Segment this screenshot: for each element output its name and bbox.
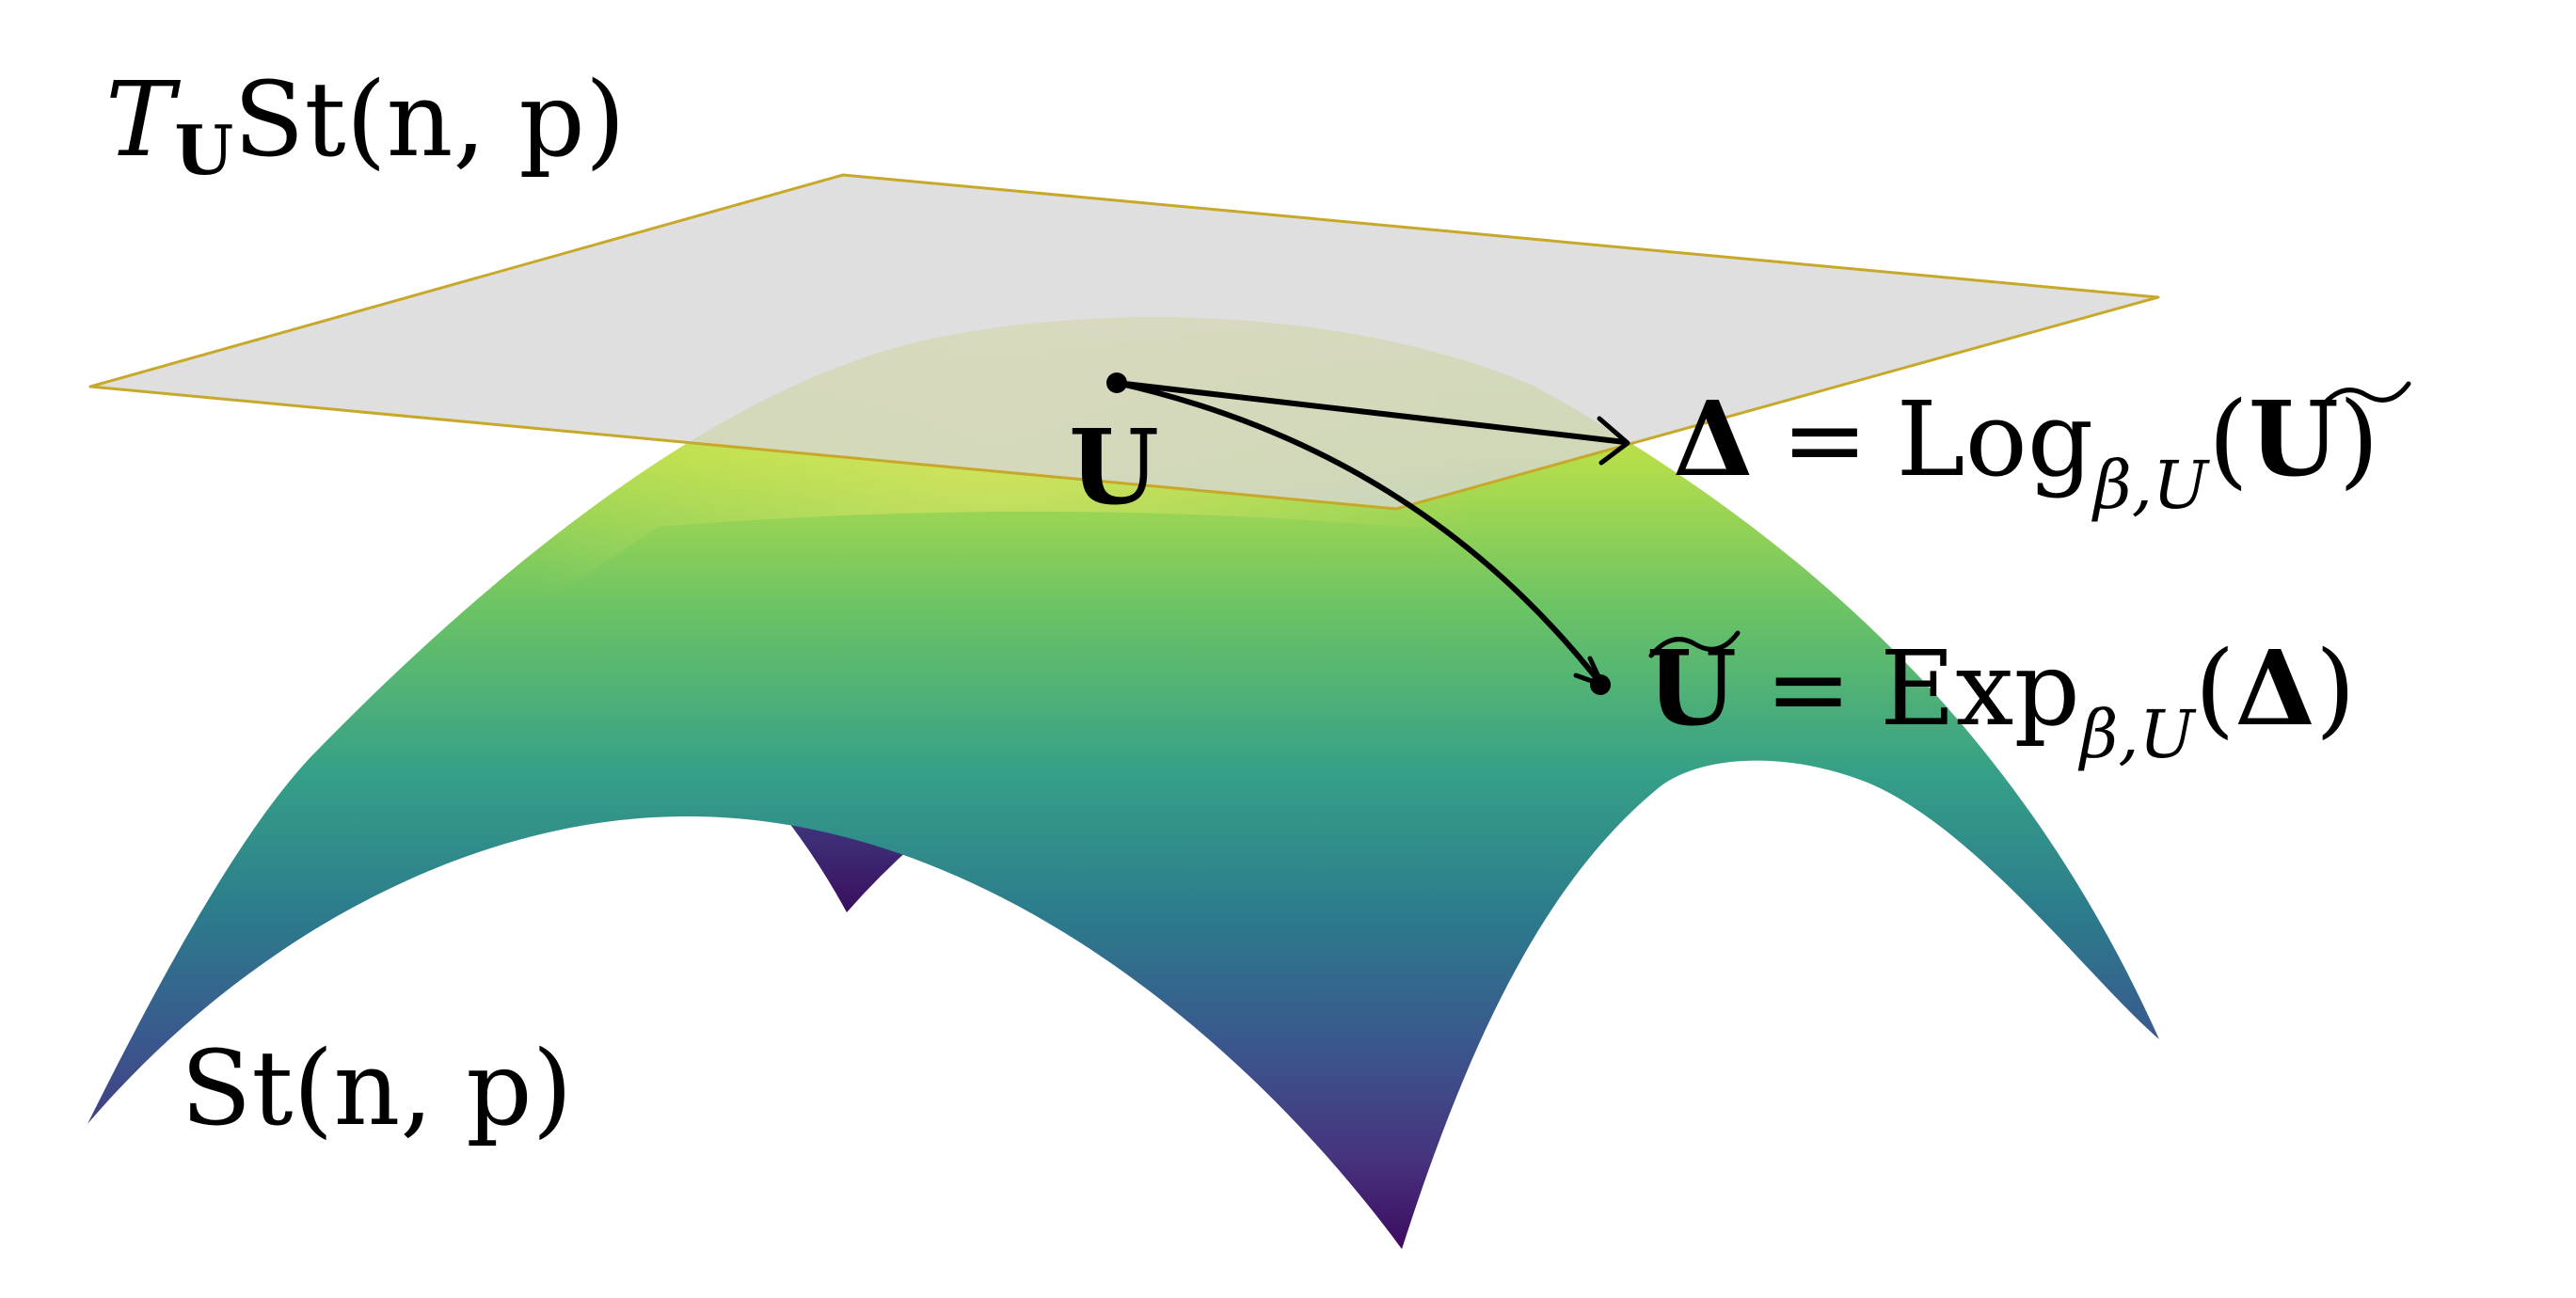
log-lhs-delta: Δ: [1673, 378, 1753, 499]
tangent-sub-u: U: [174, 110, 233, 190]
log-open-paren: (: [2208, 379, 2249, 499]
tangent-rest: St(n, p): [233, 59, 626, 180]
log-operator: Log: [1897, 379, 2094, 499]
tangent-T: T: [105, 59, 182, 180]
point-u: [1106, 372, 1127, 393]
log-arg-u-tilde: U: [2249, 378, 2339, 499]
log-equals: =: [1781, 379, 1868, 499]
log-subscript: β,U: [2091, 447, 2210, 524]
exp-equals: =: [1765, 628, 1852, 749]
exp-tilde-mark: [1648, 630, 1741, 658]
tangent-vector-arrowhead: [1597, 416, 1630, 466]
exp-arg-delta: Δ: [2235, 627, 2315, 749]
log-equation: Δ=Logβ,U(U): [1673, 378, 2379, 524]
exp-close-paren: ): [2315, 628, 2356, 749]
log-subscript-text: β,U: [2091, 447, 2210, 524]
geodesic-curve: [1114, 380, 1602, 685]
exp-operator: Exp: [1880, 628, 2080, 749]
tangent-plane: [88, 173, 2160, 511]
manifold-label: St(n, p): [181, 1028, 573, 1148]
tangent-vector: [1114, 380, 1628, 445]
tangent-space-label: TUSt(n, p): [105, 59, 626, 190]
exp-equation: U=Expβ,U(Δ): [1646, 627, 2356, 773]
exp-subscript-text: β,U: [2077, 696, 2197, 773]
exp-open-paren: (: [2195, 628, 2235, 749]
point-u-tilde: [1590, 674, 1611, 695]
point-u-label: U: [1069, 406, 1159, 528]
log-tilde-mark: [2319, 381, 2411, 409]
exp-subscript: β,U: [2077, 696, 2197, 773]
